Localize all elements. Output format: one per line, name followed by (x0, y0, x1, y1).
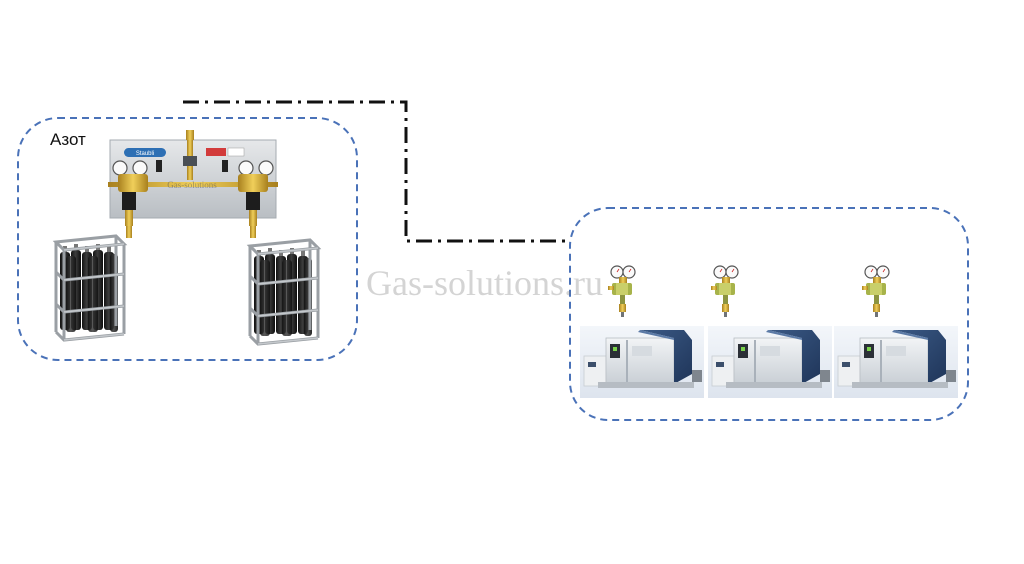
gas-manifold-panel-icon: Staubli Gas-solutions (108, 130, 278, 238)
laser-cutting-machine-icon (833, 325, 959, 399)
laser-cutting-machine-icon (707, 325, 833, 399)
cylinder-bundle-icon (54, 234, 126, 342)
pressure-regulator-icon (861, 265, 890, 318)
panel-brand-badge: Staubli (136, 151, 154, 157)
pipeline-connection-line (183, 100, 570, 243)
pressure-regulator-icon (710, 265, 739, 318)
consumer-group-border (569, 207, 969, 421)
panel-watermark: Gas-solutions (167, 180, 217, 190)
site-watermark: Gas-solutions.ru (366, 263, 603, 303)
source-group-label: Азот (50, 130, 86, 149)
laser-cutting-machine-icon (579, 325, 705, 399)
source-group-border (17, 117, 358, 361)
cylinder-bundle-icon (248, 238, 320, 346)
pressure-regulator-icon (607, 265, 636, 318)
